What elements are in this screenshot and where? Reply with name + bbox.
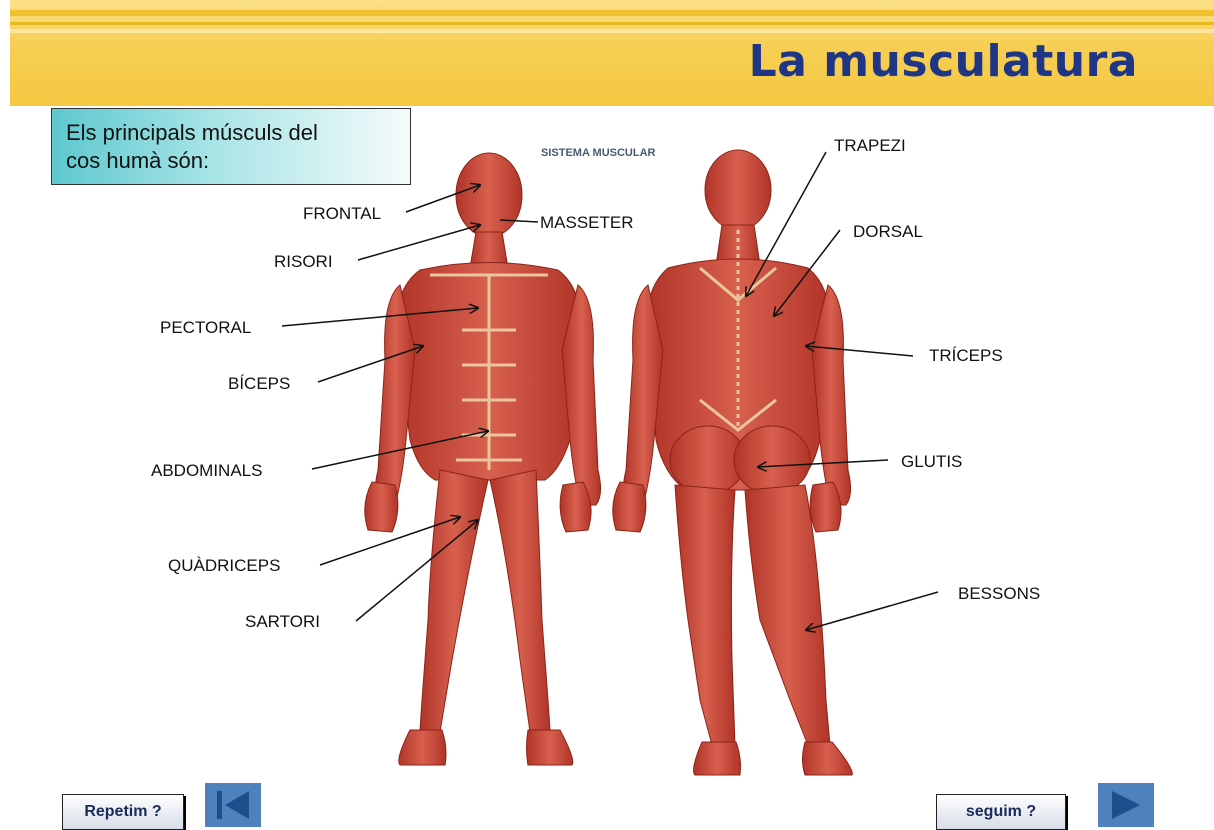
skip-back-icon	[213, 789, 253, 821]
repeat-button[interactable]: Repetim ?	[62, 794, 184, 830]
label-quadriceps: QUÀDRICEPS	[168, 556, 280, 576]
next-label-button[interactable]: seguim ?	[936, 794, 1066, 830]
label-triceps: TRÍCEPS	[929, 346, 1003, 366]
label-bessons: BESSONS	[958, 584, 1040, 604]
label-frontal: FRONTAL	[303, 204, 381, 224]
label-sartori: SARTORI	[245, 612, 320, 632]
next-button[interactable]	[1098, 783, 1154, 827]
label-abdominals: ABDOMINALS	[151, 461, 262, 481]
label-biceps: BÍCEPS	[228, 374, 290, 394]
label-pectoral: PECTORAL	[160, 318, 251, 338]
label-trapezi: TRAPEZI	[834, 136, 906, 156]
label-risori: RISORI	[274, 252, 333, 272]
play-next-icon	[1106, 789, 1146, 821]
label-masseter: MASSETER	[540, 213, 634, 233]
previous-button[interactable]	[205, 783, 261, 827]
label-dorsal: DORSAL	[853, 222, 923, 242]
back-body	[613, 150, 853, 775]
label-glutis: GLUTIS	[901, 452, 962, 472]
